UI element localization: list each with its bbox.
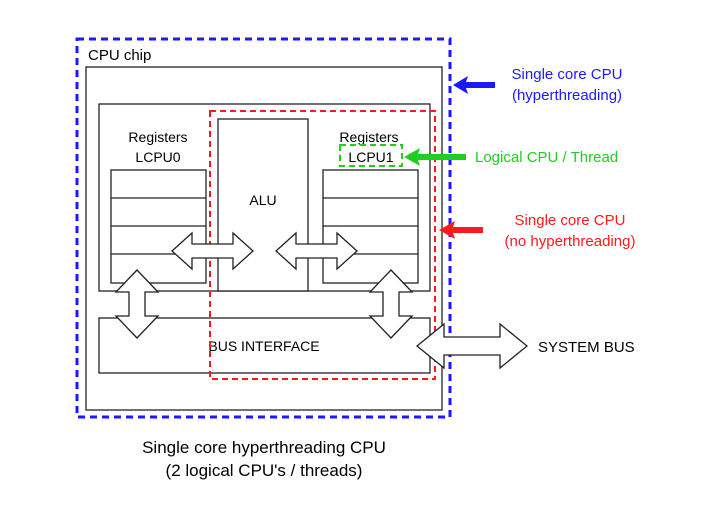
logical-cpu-pointer-arrow [404, 148, 466, 166]
hyperthreading-pointer-arrow [453, 76, 495, 94]
single-core-annotation-line2: (no hyperthreading) [505, 233, 636, 250]
registers-lcpu1-name: LCPU1 [348, 149, 393, 165]
system-bus-label: SYSTEM BUS [538, 339, 635, 356]
registers-lcpu0-name: LCPU0 [135, 149, 180, 165]
hyperthreading-annotation-line2: (hyperthreading) [512, 87, 622, 104]
system-bus-double-arrow [415, 322, 529, 370]
caption-line2: (2 logical CPU's / threads) [166, 461, 363, 480]
alu-lcpu1-double-arrow [275, 231, 358, 271]
cpu-chip-label: CPU chip [88, 47, 151, 64]
cpu-chip-box [85, 66, 443, 411]
lcpu0-alu-double-arrow [171, 231, 254, 271]
alu-label: ALU [249, 192, 276, 208]
single-core-annotation-line1: Single core CPU [515, 212, 626, 229]
logical-cpu-highlight [339, 144, 403, 167]
logical-cpu-annotation: Logical CPU / Thread [475, 149, 618, 166]
hyperthreading-core-boundary [75, 37, 452, 419]
registers-lcpu1-title: Registers [339, 129, 398, 145]
lcpu0-bus-double-arrow [114, 269, 160, 339]
bus-interface-label: BUS INTERFACE [208, 338, 319, 354]
hyperthreading-annotation-line1: Single core CPU [512, 66, 623, 83]
registers-lcpu0-title: Registers [128, 129, 187, 145]
single-core-pointer-arrow [439, 221, 483, 239]
bus-interface-box [98, 317, 431, 374]
lcpu1-bus-double-arrow [368, 269, 414, 339]
caption-line1: Single core hyperthreading CPU [142, 438, 386, 457]
